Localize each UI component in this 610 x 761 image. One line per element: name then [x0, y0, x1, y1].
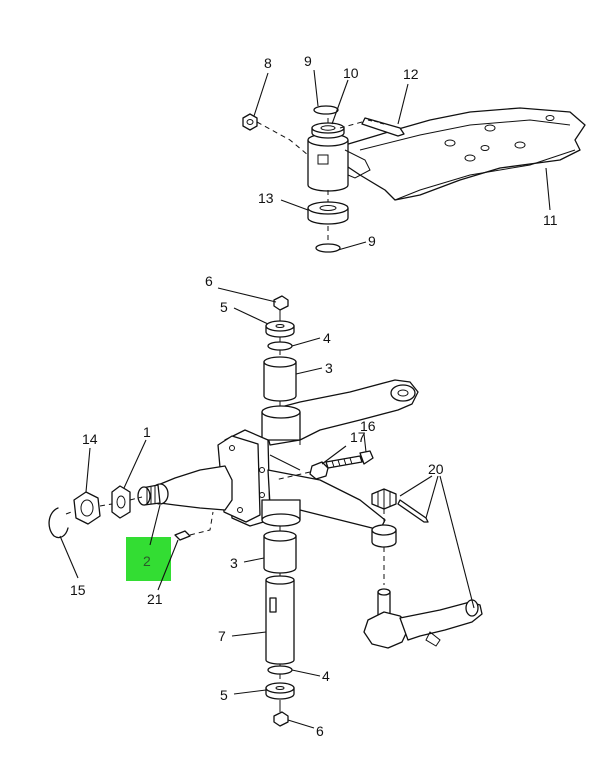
callout-7[interactable]: 7 — [218, 628, 226, 644]
callout-8[interactable]: 8 — [264, 55, 272, 71]
callout-13[interactable]: 13 — [258, 190, 274, 206]
king-pin-7 — [265, 575, 295, 665]
o-ring-9-top — [313, 105, 339, 115]
callout-1[interactable]: 1 — [143, 424, 151, 440]
cap-5-bottom — [265, 682, 295, 700]
highlighted-callout-box[interactable] — [126, 537, 171, 581]
callout-9-bottom[interactable]: 9 — [368, 233, 376, 249]
snap-ring-15 — [48, 507, 69, 539]
callout-2[interactable]: 2 — [143, 553, 151, 569]
tie-rod-socket — [371, 524, 397, 548]
callout-4-top[interactable]: 4 — [323, 330, 331, 346]
axle-beam — [344, 107, 586, 201]
grease-fitting-6-bottom — [273, 700, 289, 727]
callout-15[interactable]: 15 — [70, 582, 86, 598]
callout-11[interactable]: 11 — [543, 212, 558, 228]
castle-nut-20 — [371, 488, 397, 510]
callout-10[interactable]: 10 — [343, 65, 359, 81]
callout-6-top[interactable]: 6 — [205, 273, 213, 289]
steering-knuckle — [137, 379, 419, 531]
nut-17 — [309, 461, 329, 480]
plug-21 — [174, 530, 191, 541]
callout-6-bottom[interactable]: 6 — [316, 723, 324, 739]
tie-rod-end — [363, 588, 483, 649]
nut-8-axis — [256, 121, 309, 156]
draw-key-axis — [339, 121, 363, 129]
callout-5-bottom[interactable]: 5 — [220, 687, 228, 703]
washer-1 — [111, 485, 131, 519]
o-ring-4-top — [267, 341, 293, 351]
callout-labels: 8 9 10 12 11 13 9 6 5 4 3 1 14 17 16 20 … — [70, 53, 558, 739]
bolt-axis — [274, 471, 311, 481]
bushing-3-bottom — [263, 530, 297, 574]
nut-14 — [73, 491, 101, 525]
callout-12[interactable]: 12 — [403, 66, 419, 82]
leader-lines — [59, 69, 551, 729]
plug-axis — [189, 511, 214, 536]
callout-17[interactable]: 17 — [350, 429, 366, 445]
callout-9-top[interactable]: 9 — [304, 53, 312, 69]
o-ring-9-bottom — [315, 243, 341, 253]
draw-key-12 — [361, 117, 405, 137]
grease-fitting-6-top — [273, 295, 289, 318]
bushing-3-top — [263, 356, 297, 402]
callout-21[interactable]: 21 — [147, 591, 163, 607]
callout-4-bottom[interactable]: 4 — [322, 668, 330, 684]
cap-5-top — [265, 320, 295, 338]
cotter-pin-20 — [397, 499, 429, 523]
nut-8 — [242, 113, 258, 131]
callout-16[interactable]: 16 — [360, 418, 376, 434]
callout-20[interactable]: 20 — [428, 461, 444, 477]
callout-14[interactable]: 14 — [82, 431, 98, 447]
callout-3-top[interactable]: 3 — [325, 360, 333, 376]
washer-10 — [311, 122, 345, 139]
thrust-bearing-13 — [307, 201, 349, 225]
bolt-16 — [325, 450, 374, 469]
o-ring-4-bottom — [267, 665, 293, 675]
spindle-axis — [65, 496, 143, 515]
callout-5-top[interactable]: 5 — [220, 299, 228, 315]
callout-3-bottom[interactable]: 3 — [230, 555, 238, 571]
